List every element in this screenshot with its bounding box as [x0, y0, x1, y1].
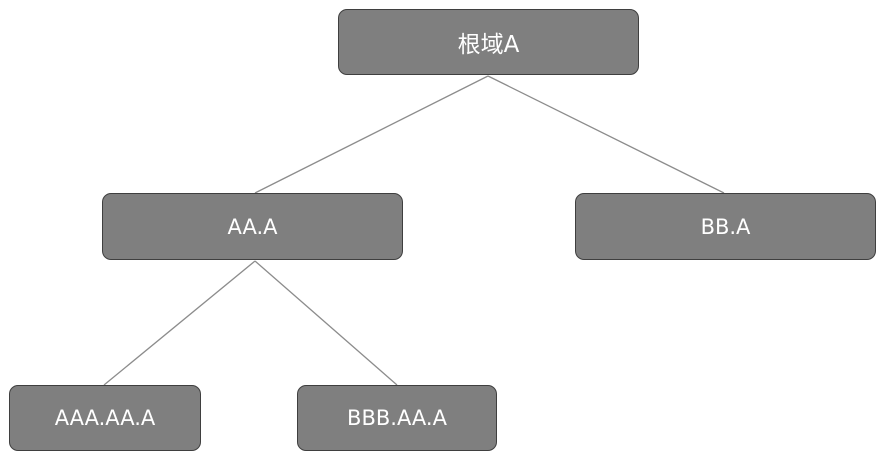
bb-domain-node: BB.A: [575, 193, 876, 260]
link-root-to-aa: [254, 75, 489, 194]
bbb-domain-node: BBB.AA.A: [297, 385, 497, 451]
link-root-to-bb: [487, 75, 725, 194]
aaa-domain-label: AAA.AA.A: [54, 406, 156, 430]
root-domain-label: 根域A: [457, 32, 520, 58]
aa-domain-node: AA.A: [102, 193, 403, 260]
bb-domain-label: BB.A: [700, 214, 751, 239]
aa-domain-label: AA.A: [227, 214, 278, 239]
bbb-domain-label: BBB.AA.A: [347, 406, 447, 430]
aaa-domain-node: AAA.AA.A: [9, 385, 201, 451]
root-domain-node: 根域A: [338, 9, 639, 75]
link-aa-to-aaa: [103, 260, 256, 386]
link-aa-to-bbb: [254, 260, 398, 386]
